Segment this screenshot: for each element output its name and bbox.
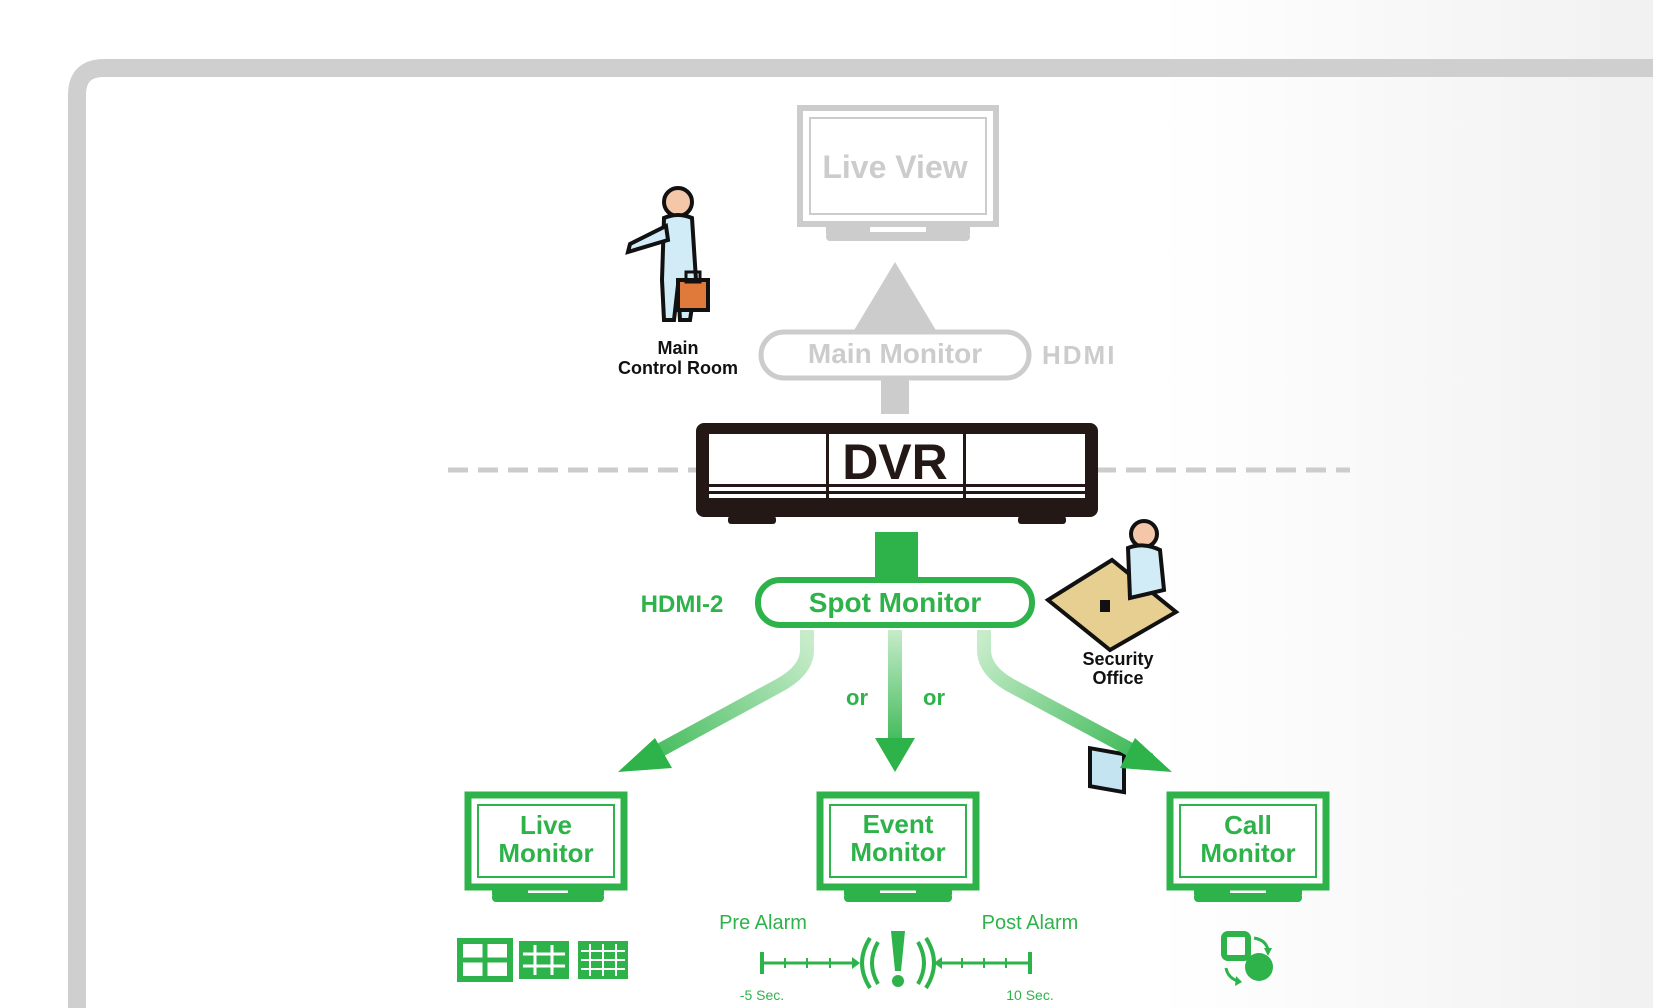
call-monitor-line2: Monitor (1200, 838, 1295, 868)
spot-monitor-label: Spot Monitor (809, 587, 982, 618)
security-office-line2: Office (1092, 668, 1143, 688)
main-output-arrow-head (853, 262, 937, 332)
live-monitor-line2: Monitor (498, 838, 593, 868)
call-sequence-icon (1221, 931, 1273, 986)
pre-alarm-label: Pre Alarm (719, 912, 807, 934)
main-control-room-line2: Control Room (618, 358, 738, 378)
live-monitor: Live Monitor (464, 791, 628, 902)
post-alarm-label: Post Alarm (982, 912, 1079, 934)
arrow-head-call (1120, 738, 1172, 772)
split-screen-16-icon (578, 941, 628, 979)
main-monitor-label: Main Monitor (808, 338, 982, 369)
arrow-head-live (618, 738, 672, 772)
businessman-icon (625, 186, 710, 322)
spot-output-connector (875, 532, 918, 580)
arrow-to-live-monitor (638, 630, 814, 767)
live-view-label: Live View (822, 149, 967, 185)
pre-alarm-timeline (760, 952, 860, 974)
dvr-label: DVR (842, 434, 948, 490)
spot-monitor-pill: Spot Monitor (755, 577, 1035, 628)
call-monitor: Call Monitor (1166, 791, 1330, 902)
post-seconds-label: 10 Sec. (1006, 987, 1053, 1003)
live-view-monitor: Live View (797, 105, 999, 241)
hdmi2-label: HDMI-2 (641, 591, 724, 618)
security-operator-icon (1044, 519, 1180, 795)
main-output-arrow-stem (881, 378, 909, 414)
or-label-right: or (923, 685, 945, 710)
live-monitor-line1: Live (520, 810, 572, 840)
split-screen-4-icon (457, 938, 513, 982)
event-monitor-line1: Event (863, 809, 934, 839)
event-monitor-line2: Monitor (850, 837, 945, 867)
security-office-line1: Security (1082, 649, 1153, 669)
hdmi-logo: HDMI (1042, 340, 1116, 370)
panel-frame (68, 59, 1653, 1008)
split-screen-9-icon (519, 941, 569, 979)
pre-seconds-label: -5 Sec. (740, 987, 784, 1003)
or-label-left: or (846, 685, 868, 710)
dvr-unit: DVR (696, 423, 1098, 524)
arrow-to-call-monitor (977, 630, 1154, 767)
main-monitor-pill: Main Monitor (758, 329, 1032, 381)
event-monitor: Event Monitor (816, 791, 980, 902)
arrow-to-event-monitor (888, 630, 902, 740)
post-alarm-timeline (934, 952, 1032, 974)
call-monitor-line1: Call (1224, 810, 1272, 840)
main-control-room-line1: Main (657, 338, 698, 358)
arrow-head-event (875, 738, 915, 772)
